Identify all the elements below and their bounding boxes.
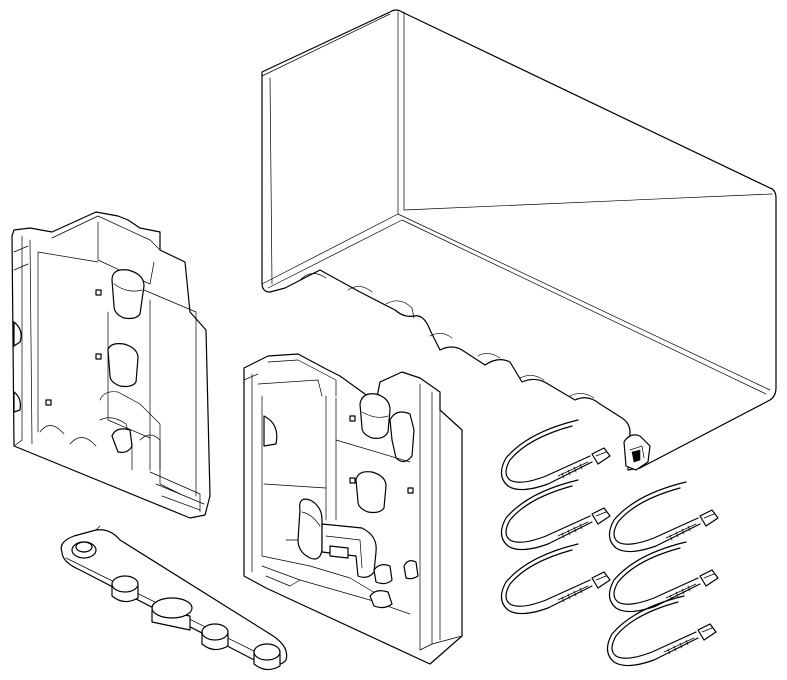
base-tray-rear xyxy=(11,211,211,519)
enclosure-cover xyxy=(261,9,777,471)
cable-tie xyxy=(500,543,611,615)
cable-tie xyxy=(500,419,611,491)
cable-tie xyxy=(606,595,717,667)
grommet-plug xyxy=(71,541,97,559)
base-tray-front xyxy=(243,353,463,665)
grommet-plug-oval xyxy=(151,597,193,631)
grommet-plug xyxy=(111,575,139,603)
cable-tie xyxy=(608,481,719,553)
cable-ties xyxy=(500,419,719,667)
grommet-strip xyxy=(60,525,288,671)
grommet-plug xyxy=(201,623,229,651)
grommet-plug xyxy=(253,643,281,671)
cable-tie xyxy=(500,479,611,551)
cable-tie xyxy=(608,541,719,613)
